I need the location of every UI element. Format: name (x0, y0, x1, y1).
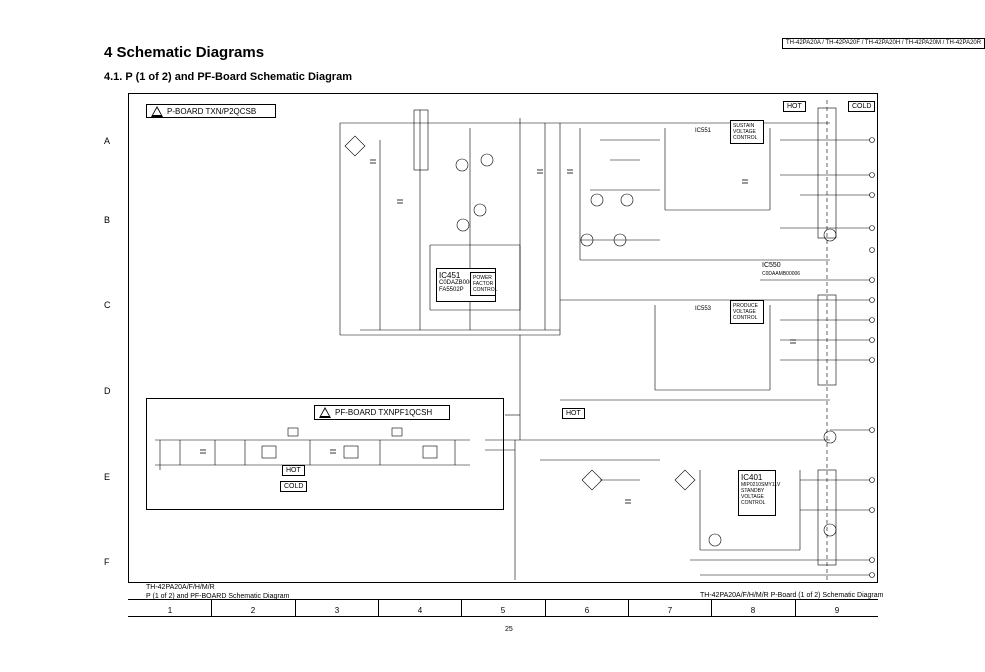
ic401-part: MIP0210SMY11V (741, 482, 781, 488)
column-label-2: 2 (250, 606, 256, 615)
row-label-c: C (104, 300, 111, 310)
ic401-ref: IC401 (741, 473, 763, 482)
ic401-function-2: VOLTAGE (741, 494, 764, 500)
subsection-title: 4.1. P (1 of 2) and PF-Board Schematic D… (104, 71, 352, 83)
column-divider (295, 599, 296, 617)
footer-left: TH-42PA20A/F/H/M/R P (1 of 2) and PF-BOA… (146, 583, 289, 601)
footer-left-model: TH-42PA20A/F/H/M/R (146, 584, 215, 591)
ic551-ref: IC551 (695, 128, 712, 134)
ic551-function-2: VOLTAGE (733, 129, 756, 135)
row-label-b: B (104, 215, 111, 225)
ic551-function-1: SUSTAIN (733, 123, 755, 129)
ic553-function-1: PRODUCE (733, 303, 759, 309)
ic451-function-3: CONTROL (473, 287, 498, 293)
column-label-9: 9 (834, 606, 840, 615)
column-label-4: 4 (417, 606, 423, 615)
column-divider (378, 599, 379, 617)
ic553-function: PRODUCE VOLTAGE CONTROL (730, 300, 764, 324)
row-label-a: A (104, 136, 111, 146)
pf-board-name: PF-BOARD TXNPF1QCSH (335, 408, 433, 417)
row-label-e: E (104, 472, 111, 482)
ic451-ref: IC451 (439, 271, 461, 280)
ic551-function-3: CONTROL (733, 135, 758, 141)
column-divider (211, 599, 212, 617)
footer-left-caption: P (1 of 2) and PF-BOARD Schematic Diagra… (146, 593, 290, 600)
zone-hot-standby: HOT (562, 408, 585, 419)
column-divider (795, 599, 796, 617)
p-board-name: P-BOARD TXN/P2QCSB (167, 106, 257, 116)
ic451-part: C0DAZB000001 (439, 280, 483, 286)
row-label-f: F (104, 557, 110, 567)
column-label-8: 8 (750, 606, 756, 615)
zone-cold-pf: COLD (280, 481, 308, 492)
column-label-3: 3 (334, 606, 340, 615)
caution-triangle-icon (319, 407, 331, 418)
ic451-block: IC451 C0DAZB000001 FA5502P (436, 268, 496, 302)
pf-board-label: PF-BOARD TXNPF1QCSH (314, 405, 450, 420)
schematic-wiring (155, 100, 875, 580)
column-divider (545, 599, 546, 617)
row-label-d: D (104, 386, 111, 396)
ic550-part: C0DAAMB00006 (762, 271, 801, 277)
column-divider (461, 599, 462, 617)
column-label-6: 6 (584, 606, 590, 615)
section-title: 4 Schematic Diagrams (104, 44, 265, 61)
column-divider (628, 599, 629, 617)
ic451-function: POWER FACTOR CONTROL (470, 272, 498, 296)
p-board-label: P-BOARD TXN/P2QCSB (146, 104, 276, 118)
zone-cold-p: COLD (848, 101, 876, 112)
ic550-ref: IC550 (762, 262, 781, 269)
ic451-function-2: FACTOR (473, 281, 494, 287)
column-label-7: 7 (667, 606, 673, 615)
ic553-ref: IC553 (695, 306, 712, 312)
ic551-function: SUSTAIN VOLTAGE CONTROL (730, 120, 764, 144)
column-bar (128, 599, 878, 617)
ic550-label: IC550 C0DAAMB00006 (762, 262, 800, 278)
ic401-block: IC401 MIP0210SMY11V STANDBY VOLTAGE CONT… (738, 470, 781, 516)
pf-board-frame (146, 398, 504, 510)
footer-right-caption: TH-42PA20A/F/H/M/R P-Board (1 of 2) Sche… (700, 592, 884, 599)
zone-hot-pf: HOT (282, 465, 305, 476)
ic451-chip: FA5502P (439, 287, 464, 293)
column-divider (711, 599, 712, 617)
ic553-function-2: VOLTAGE (733, 309, 756, 315)
ic553-function-3: CONTROL (733, 315, 758, 321)
schematic-frame (128, 93, 878, 583)
ic451-function-1: POWER (473, 275, 492, 281)
ic401-function-1: STANDBY (741, 488, 765, 494)
column-label-5: 5 (500, 606, 506, 615)
ic401-function-3: CONTROL (741, 500, 766, 506)
caution-triangle-icon (151, 105, 163, 117)
column-label-1: 1 (167, 606, 173, 615)
page-number: 25 (505, 626, 513, 633)
zone-hot-p: HOT (783, 101, 806, 112)
